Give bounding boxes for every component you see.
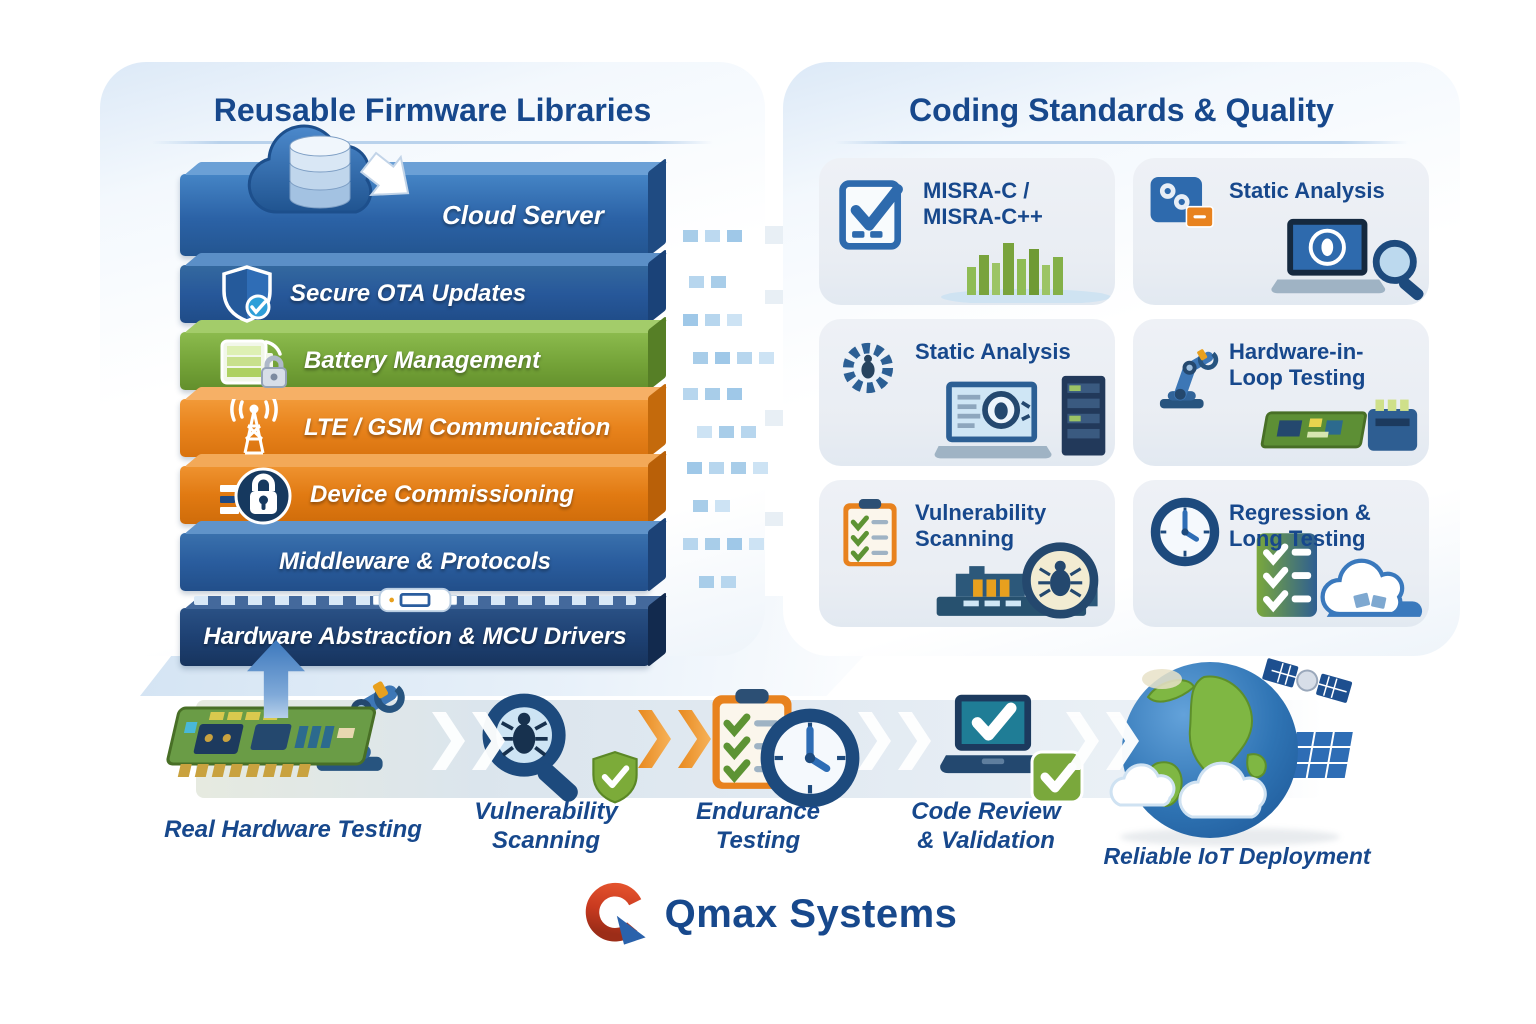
qmax-logo-icon: [585, 882, 646, 945]
chevron-icon: [898, 712, 931, 770]
radio-tower-icon: [230, 399, 278, 455]
clipboard-check-icon: [835, 496, 905, 572]
chevron-arrows: [1066, 712, 1139, 770]
flow-label-endurance: Endurance Testing: [695, 798, 821, 854]
left-panel-title: Reusable Firmware Libraries: [213, 92, 652, 128]
stack-layer-battery: Battery Management: [180, 332, 650, 390]
title-underline: [835, 141, 1408, 144]
card-vulnerability-scanning: Vulnerability Scanning: [819, 480, 1115, 627]
chevron-arrows: [638, 710, 711, 768]
globe-shadow: [1120, 828, 1340, 846]
card-label: Vulnerability Scanning: [915, 500, 1047, 551]
stack-layer-middleware: Middleware & Protocols: [180, 533, 650, 591]
layer-label: Secure OTA Updates: [290, 280, 527, 307]
bug-gear-icon: [842, 342, 894, 394]
checklist-cloud-icon: [1256, 533, 1423, 617]
card-label: Hardware-in- Loop Testing: [1229, 339, 1366, 390]
pcb-test-rig-icon: [1260, 399, 1418, 451]
board-bug-scan-icon: [936, 533, 1111, 625]
layer-label: Device Commissioning: [310, 481, 575, 508]
stack-layer-lte-gsm: LTE / GSM Communication: [180, 399, 650, 457]
firmware-stack: Cloud Server Secure OTA Updates: [180, 124, 650, 675]
padlock-icon: [220, 467, 292, 525]
panel-coding-standards: Coding Standards & Quality MISRA-C / MIS…: [783, 62, 1460, 656]
card-label: Static Analysis: [915, 339, 1071, 364]
quality-cards-grid: MISRA-C / MISRA-C++ Static Analysis: [819, 158, 1429, 627]
chevron-arrows: [432, 712, 505, 770]
layer-label: Middleware & Protocols: [278, 548, 552, 575]
stack-layer-commissioning: Device Commissioning: [180, 466, 650, 525]
robot-arm-icon: [1149, 335, 1227, 413]
chevron-icon: [678, 710, 711, 768]
chevron-icon: [858, 712, 891, 770]
robot-scanner-icon: [1150, 177, 1214, 228]
chevron-icon: [472, 712, 505, 770]
battery-lock-icon: [220, 339, 287, 388]
usb-connector-icon: [373, 587, 457, 613]
chevron-icon: [1066, 712, 1099, 770]
clipboard-clock-icon: [700, 682, 870, 817]
laptop-bug-magnifier-icon: [1271, 218, 1424, 301]
card-label: Static Analysis: [1229, 178, 1385, 203]
laptop-scan-server-icon: [934, 375, 1106, 459]
card-label: Regression & Long Testing: [1229, 500, 1371, 551]
title-underline: [152, 141, 713, 144]
right-panel-title: Coding Standards & Quality: [909, 92, 1334, 128]
cloud-server-icon: [247, 124, 410, 214]
digital-bits-pattern: [683, 230, 698, 242]
flow-label-real-hardware: Real Hardware Testing: [164, 816, 422, 843]
shield-check-icon: [222, 265, 272, 323]
card-misra: MISRA-C / MISRA-C++: [819, 158, 1115, 305]
chevron-icon: [432, 712, 465, 770]
stack-layer-cloud-server: Cloud Server: [180, 124, 650, 256]
chevron-icon: [638, 710, 671, 768]
card-static-analysis-2: Static Analysis: [819, 319, 1115, 466]
globe-satellite-icon: [1109, 656, 1356, 838]
flow-label-vulnerability: Vulnerability Scanning: [474, 798, 618, 854]
stack-layer-secure-ota: Secure OTA Updates: [180, 265, 650, 323]
circuit-board-robot-icon: [166, 658, 450, 808]
chevron-arrows: [858, 712, 931, 770]
clock-icon: [1149, 496, 1221, 568]
layer-label: Cloud Server: [442, 199, 604, 230]
layer-label: Hardware Abstraction & MCU Drivers: [203, 623, 627, 650]
card-static-analysis-1: Static Analysis: [1133, 158, 1429, 305]
logo-text: Qmax Systems: [664, 891, 958, 936]
dashed-bus-line: [194, 587, 636, 613]
chevron-icon: [1106, 712, 1139, 770]
laptop-check-icon: [922, 688, 1084, 804]
checkbox-icon: [839, 180, 903, 250]
card-label: MISRA-C / MISRA-C++: [923, 178, 1043, 229]
card-regression-testing: Regression & Long Testing: [1133, 480, 1429, 627]
card-hil-testing: Hardware-in- Loop Testing: [1133, 319, 1429, 466]
layer-label: LTE / GSM Communication: [304, 414, 611, 441]
logo: Qmax Systems: [0, 878, 1536, 950]
flow-label-code-review: Code Review & Validation: [911, 798, 1061, 854]
panel-firmware-libraries: Reusable Firmware Libraries Cloud Server: [100, 62, 765, 666]
city-skyline-icon: [941, 243, 1111, 303]
layer-label: Battery Management: [304, 347, 541, 374]
flow-label-iot-deployment: Reliable IoT Deployment: [1103, 843, 1371, 869]
